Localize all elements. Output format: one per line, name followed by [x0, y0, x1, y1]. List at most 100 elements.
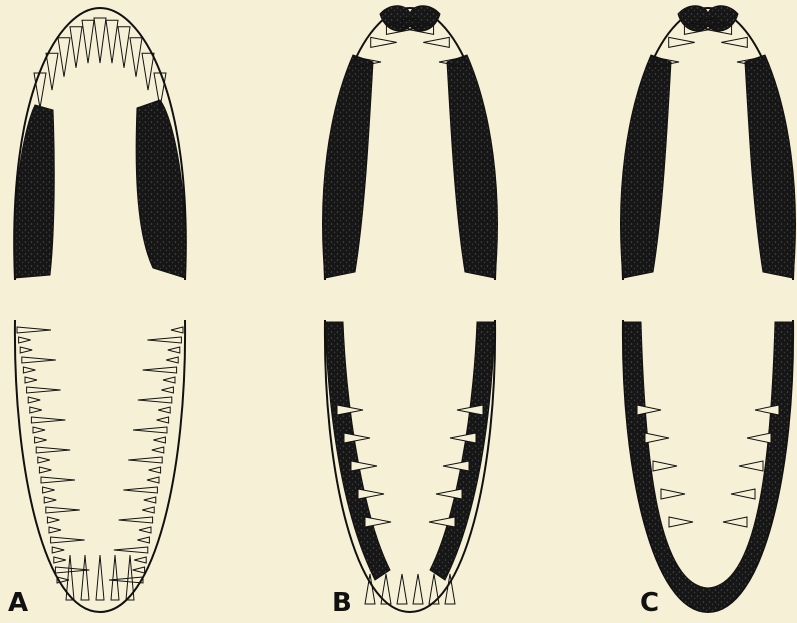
spine: [731, 489, 755, 499]
spine: [111, 555, 119, 600]
spine: [133, 427, 167, 433]
spine: [27, 387, 61, 393]
spine: [436, 489, 462, 499]
spine: [28, 397, 40, 403]
spine: [109, 577, 143, 583]
spine: [161, 387, 173, 393]
spine: [147, 477, 159, 483]
muscle-band-left: [14, 105, 54, 278]
spine: [637, 405, 661, 415]
spine: [123, 487, 157, 493]
spine: [358, 489, 384, 499]
spine: [128, 457, 162, 463]
spine: [413, 574, 423, 604]
spine: [721, 37, 747, 47]
spine: [143, 367, 177, 373]
muscle-band-full: [623, 322, 793, 612]
spine: [58, 38, 70, 77]
apex-cap: [380, 6, 440, 31]
spine: [119, 517, 153, 523]
spine: [149, 467, 161, 473]
spine: [645, 433, 669, 443]
lower-section: [15, 320, 185, 612]
spine: [43, 487, 55, 493]
lower-section: [623, 320, 793, 612]
spine: [51, 537, 85, 543]
muscle-band-right: [447, 55, 497, 278]
muscle-band-right: [136, 100, 186, 278]
spine: [443, 461, 469, 471]
panel-b: [323, 6, 498, 612]
spine: [142, 53, 154, 90]
spine: [20, 347, 32, 353]
muscle-band-left: [325, 322, 390, 580]
spine: [34, 73, 46, 108]
spine: [138, 397, 172, 403]
spine: [755, 405, 779, 415]
spine: [351, 461, 377, 471]
panel-label-b: B: [332, 590, 352, 616]
upper-section: [323, 6, 498, 280]
spine: [365, 517, 391, 527]
panel-a: [14, 8, 186, 612]
spine: [144, 497, 156, 503]
spine: [41, 477, 75, 483]
spine: [46, 53, 58, 90]
spine: [137, 537, 149, 543]
spine: [17, 327, 51, 333]
spine: [158, 407, 170, 413]
spine: [166, 357, 178, 363]
spine: [653, 461, 677, 471]
spine: [747, 433, 771, 443]
spine: [46, 507, 80, 513]
upper-section: [621, 6, 796, 280]
spine: [96, 555, 104, 600]
spine: [134, 557, 146, 563]
spine: [661, 489, 685, 499]
spine: [39, 467, 51, 473]
spine: [106, 20, 118, 63]
spine: [450, 433, 476, 443]
spine: [118, 27, 130, 68]
spine: [23, 367, 35, 373]
spine: [36, 447, 70, 453]
spine: [31, 417, 65, 423]
spine: [25, 377, 37, 383]
spine: [139, 527, 151, 533]
lower-outline: [15, 320, 185, 612]
spine: [152, 447, 164, 453]
muscle-band-right: [430, 322, 495, 580]
spine: [35, 437, 47, 443]
spine: [133, 567, 145, 573]
spine: [142, 507, 154, 513]
muscle-band-left: [323, 55, 373, 278]
spine: [168, 347, 180, 353]
spine: [94, 18, 106, 63]
spine: [371, 37, 397, 47]
spine: [163, 377, 175, 383]
spine: [130, 38, 142, 77]
panel-label-a: A: [8, 590, 28, 616]
spine: [52, 547, 64, 553]
spine: [114, 547, 148, 553]
spine: [70, 27, 82, 68]
spine: [669, 517, 693, 527]
spine: [49, 527, 61, 533]
spine: [81, 555, 89, 600]
panel-label-c: C: [640, 590, 659, 616]
spine: [723, 517, 747, 527]
panel-c: [621, 6, 796, 612]
lower-section: [325, 320, 495, 612]
spine: [153, 437, 165, 443]
apex-cap: [678, 6, 738, 31]
spine: [82, 20, 94, 63]
spine: [147, 337, 181, 343]
spine: [157, 417, 169, 423]
spine: [19, 337, 31, 343]
spine: [47, 517, 59, 523]
spine: [397, 574, 407, 604]
spine: [38, 457, 50, 463]
spine: [423, 37, 449, 47]
